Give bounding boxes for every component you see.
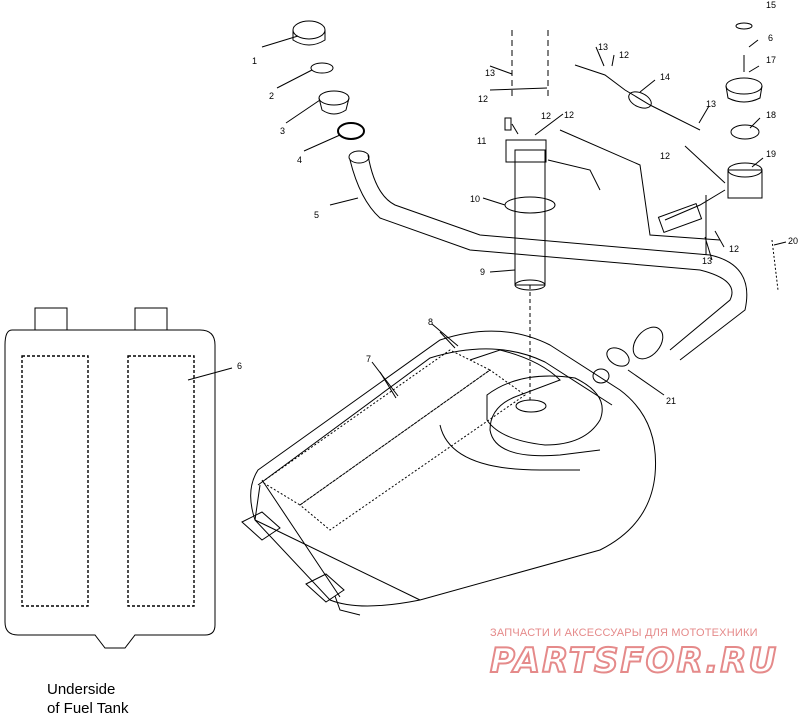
callout-18: 18 — [766, 110, 776, 120]
underside-pad-right — [127, 355, 195, 607]
callout-12: 12 — [541, 111, 551, 121]
underside-pad-left — [21, 355, 89, 607]
underside-caption: Underside of Fuel Tank — [47, 680, 128, 718]
callout-6: 6 — [237, 361, 242, 371]
leader-lines — [371, 39, 787, 397]
watermark: ЗАПЧАСТИ И АКСЕССУАРЫ ДЛЯ МОТОТЕХНИКИ PA… — [489, 627, 778, 682]
caption-line-2: of Fuel Tank — [47, 700, 129, 717]
nut — [730, 124, 760, 140]
vent-line — [559, 64, 726, 255]
callout-12: 12 — [619, 50, 629, 60]
washer — [735, 22, 753, 30]
vent-cap — [725, 77, 763, 95]
callout-10: 10 — [470, 194, 480, 204]
callout-13: 13 — [702, 256, 712, 266]
callout-4: 4 — [297, 155, 302, 165]
vent-valve — [727, 169, 763, 199]
callout-labels: 1 2 3 4 5 6 6 7 8 9 10 11 12 12 12 12 12… — [237, 0, 798, 406]
watermark-brand: PARTSFOR.RU — [490, 641, 778, 681]
callout-19: 19 — [766, 149, 776, 159]
callout-12: 12 — [660, 151, 670, 161]
gasket — [310, 62, 334, 74]
vent-cap-assembly — [725, 22, 779, 291]
underside-tank-view — [4, 307, 233, 649]
callout-12: 12 — [564, 110, 574, 120]
callout-12: 12 — [478, 94, 488, 104]
callout-17: 17 — [766, 55, 776, 65]
callout-3: 3 — [280, 126, 285, 136]
hose-clamp — [337, 122, 365, 140]
callout-8: 8 — [428, 317, 433, 327]
caption-line-1: Underside — [47, 681, 116, 698]
fuel-sender-assembly — [482, 30, 601, 400]
callout-5: 5 — [314, 210, 319, 220]
callout-9: 9 — [480, 267, 485, 277]
callout-20: 20 — [788, 236, 798, 246]
filler-neck — [318, 90, 350, 106]
outlet-fitting — [592, 347, 665, 396]
callout-12: 12 — [729, 244, 739, 254]
callout-6: 6 — [768, 33, 773, 43]
callout-13: 13 — [485, 68, 495, 78]
fuel-tank — [241, 330, 657, 616]
callout-13: 13 — [706, 99, 716, 109]
callout-15: 15 — [766, 0, 776, 10]
callout-2: 2 — [269, 91, 274, 101]
callout-1: 1 — [252, 56, 257, 66]
callout-21: 21 — [666, 396, 676, 406]
filler-hose — [329, 150, 748, 361]
callout-13: 13 — [598, 42, 608, 52]
filler-cap-assembly — [261, 20, 365, 152]
callout-11: 11 — [477, 136, 486, 146]
callout-7: 7 — [366, 354, 371, 364]
callout-14: 14 — [660, 72, 670, 82]
watermark-tagline: ЗАПЧАСТИ И АКСЕССУАРЫ ДЛЯ МОТОТЕХНИКИ — [490, 627, 758, 639]
